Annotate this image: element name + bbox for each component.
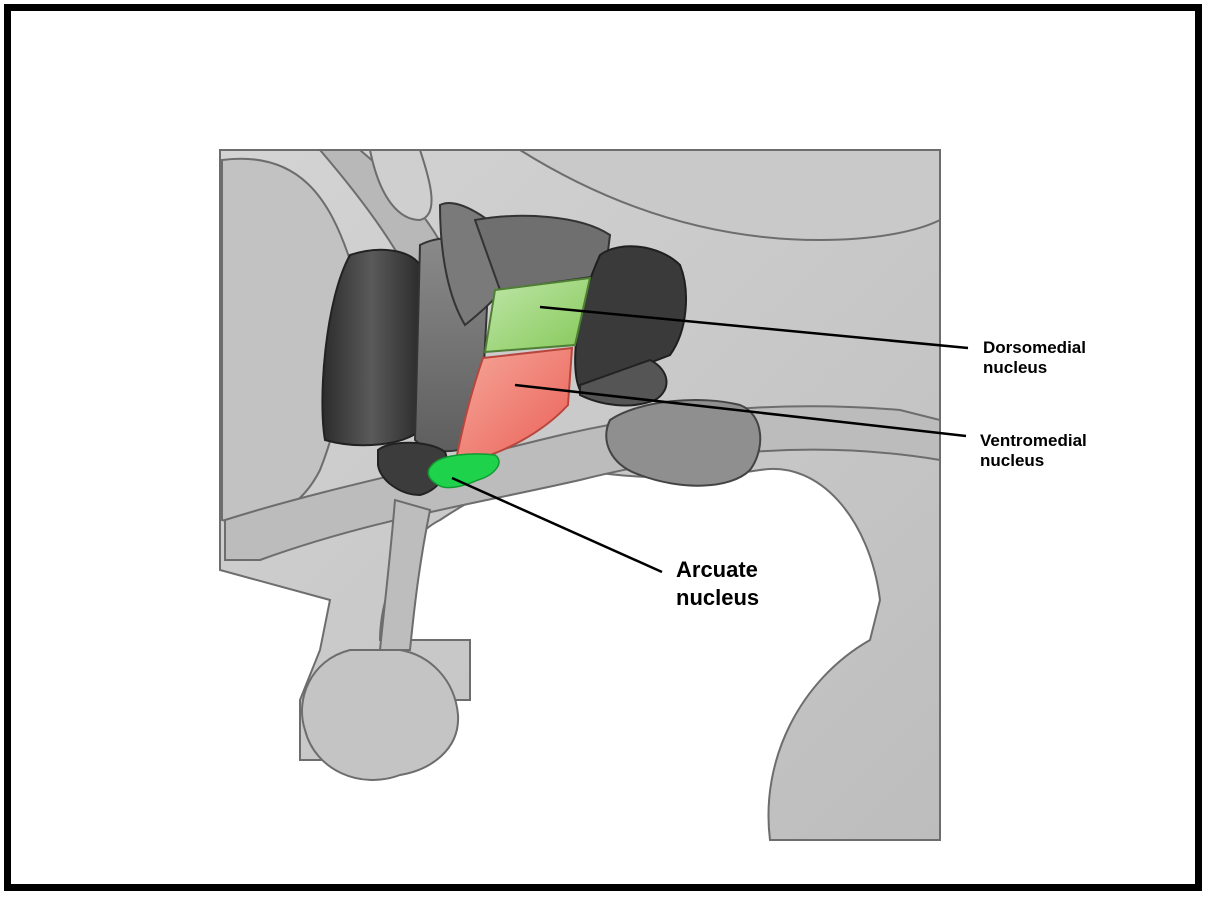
arcuate-label-line1: Arcuate [676,556,759,584]
arcuate-label-line2: nucleus [676,584,759,612]
dorsomedial-nucleus-label: Dorsomedial nucleus [983,338,1086,379]
dorsomedial-label-line1: Dorsomedial [983,338,1086,358]
pituitary-gland [302,650,458,780]
dorsomedial-label-line2: nucleus [983,358,1086,378]
ventromedial-label-line1: Ventromedial [980,431,1087,451]
ventromedial-nucleus-label: Ventromedial nucleus [980,431,1087,472]
dorsomedial-nucleus [485,278,590,352]
arcuate-nucleus-label: Arcuate nucleus [676,556,759,611]
ventromedial-label-line2: nucleus [980,451,1087,471]
arcuate-leader-line [452,478,662,572]
